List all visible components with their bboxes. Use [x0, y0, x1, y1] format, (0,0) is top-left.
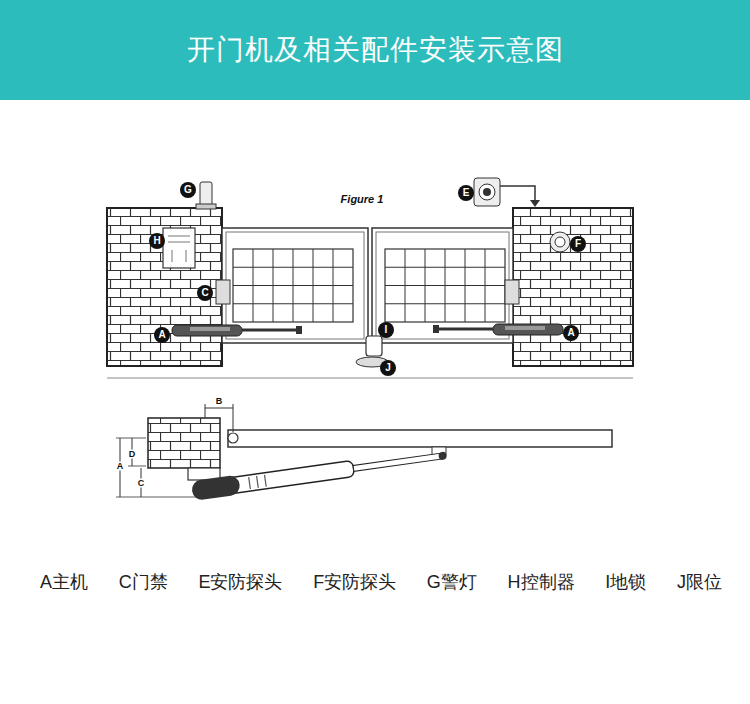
- dimension-letter: C: [137, 479, 146, 488]
- dimension-letter: A: [116, 462, 125, 471]
- callout-letter: C: [201, 288, 208, 298]
- callout-circle: G: [180, 182, 196, 198]
- callout-circle: J: [380, 360, 396, 376]
- callout-circle: H: [149, 233, 165, 249]
- part-name: F安防探头: [313, 572, 396, 594]
- callout-letter: A: [158, 330, 165, 340]
- callout-letter: J: [385, 363, 391, 373]
- callout-letter: G: [184, 185, 192, 195]
- title-box: 开门机及相关配件安装示意图: [0, 0, 750, 100]
- callout-letter: A: [567, 328, 574, 338]
- dimension-letter: D: [128, 450, 137, 459]
- figure-caption: Figure 1: [341, 194, 384, 205]
- part-name: A主机: [40, 572, 88, 594]
- part-name: I地锁: [605, 572, 646, 594]
- callout-circle: A: [563, 325, 579, 341]
- dimension-letter: B: [215, 397, 224, 406]
- part-name: C门禁: [119, 572, 168, 594]
- callout-circle: E: [458, 185, 474, 201]
- part-name: G警灯: [427, 572, 477, 594]
- part-name: H控制器: [508, 572, 575, 594]
- callout-circle: F: [570, 236, 586, 252]
- callout-circle: A: [154, 327, 170, 343]
- callout-letter: H: [153, 236, 160, 246]
- callout-letter: E: [463, 188, 470, 198]
- part-name: E安防探头: [198, 572, 282, 594]
- part-name: J限位: [677, 572, 722, 594]
- page-title: 开门机及相关配件安装示意图: [187, 31, 564, 69]
- callout-circle: C: [197, 285, 213, 301]
- callout-letter: F: [575, 239, 581, 249]
- parts-list: A主机 C门禁 E安防探头 F安防探头 G警灯 H控制器 I地锁 J限位: [40, 572, 722, 594]
- callout-letter: I: [385, 325, 388, 335]
- callout-circle: I: [378, 322, 394, 338]
